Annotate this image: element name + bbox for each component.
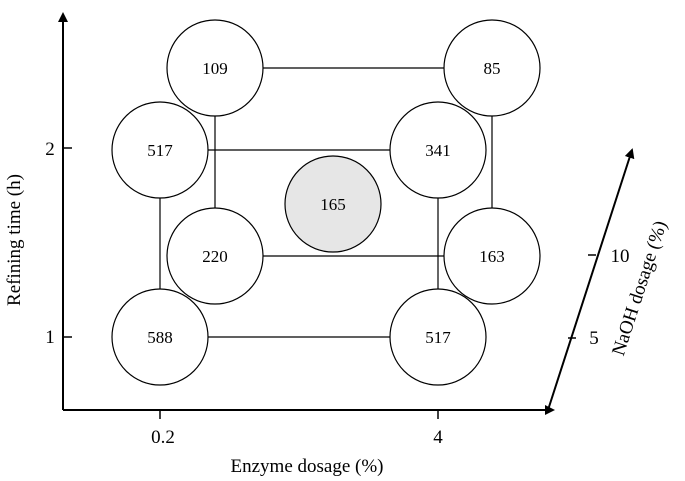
center-point-circle [284,155,382,253]
point-value: 588 [147,328,173,347]
design-point-center: 165 [284,155,382,253]
point-value: 220 [202,247,228,266]
point-circle [111,101,209,199]
design-point: 517 [111,101,209,199]
point-circle [166,207,264,305]
point-circle [443,19,541,117]
design-point: 517 [389,288,487,386]
z-tick-label-1: 5 [589,328,599,349]
point-value: 341 [425,141,451,160]
y-axis-title: Refining time (h) [4,174,25,306]
point-circle [111,288,209,386]
center-point-value: 165 [320,195,346,214]
design-point: 220 [166,207,264,305]
design-point: 341 [389,101,487,199]
y-tick-label-2: 2 [45,139,55,160]
design-point: 85 [443,19,541,117]
design-point: 588 [111,288,209,386]
z-tick-label-2: 10 [611,246,630,267]
point-circle [389,101,487,199]
point-value: 517 [425,328,451,347]
point-circle [166,19,264,117]
x-tick-label-2: 4 [433,427,443,448]
z-axis-line [547,148,635,411]
point-circle [389,288,487,386]
design-point: 109 [166,19,264,117]
y-tick-label-1: 1 [45,327,55,348]
point-circle [443,207,541,305]
x-tick-label-1: 0.2 [151,427,175,448]
point-value: 85 [484,59,501,78]
z-axis-title: NaOH dosage (%) [608,218,671,358]
point-value: 163 [479,247,505,266]
design-points: 588 517 220 163 517 341 109 85 [111,19,541,386]
design-point: 163 [443,207,541,305]
point-value: 109 [202,59,228,78]
point-value: 517 [147,141,173,160]
x-axis-title: Enzyme dosage (%) [231,456,384,477]
